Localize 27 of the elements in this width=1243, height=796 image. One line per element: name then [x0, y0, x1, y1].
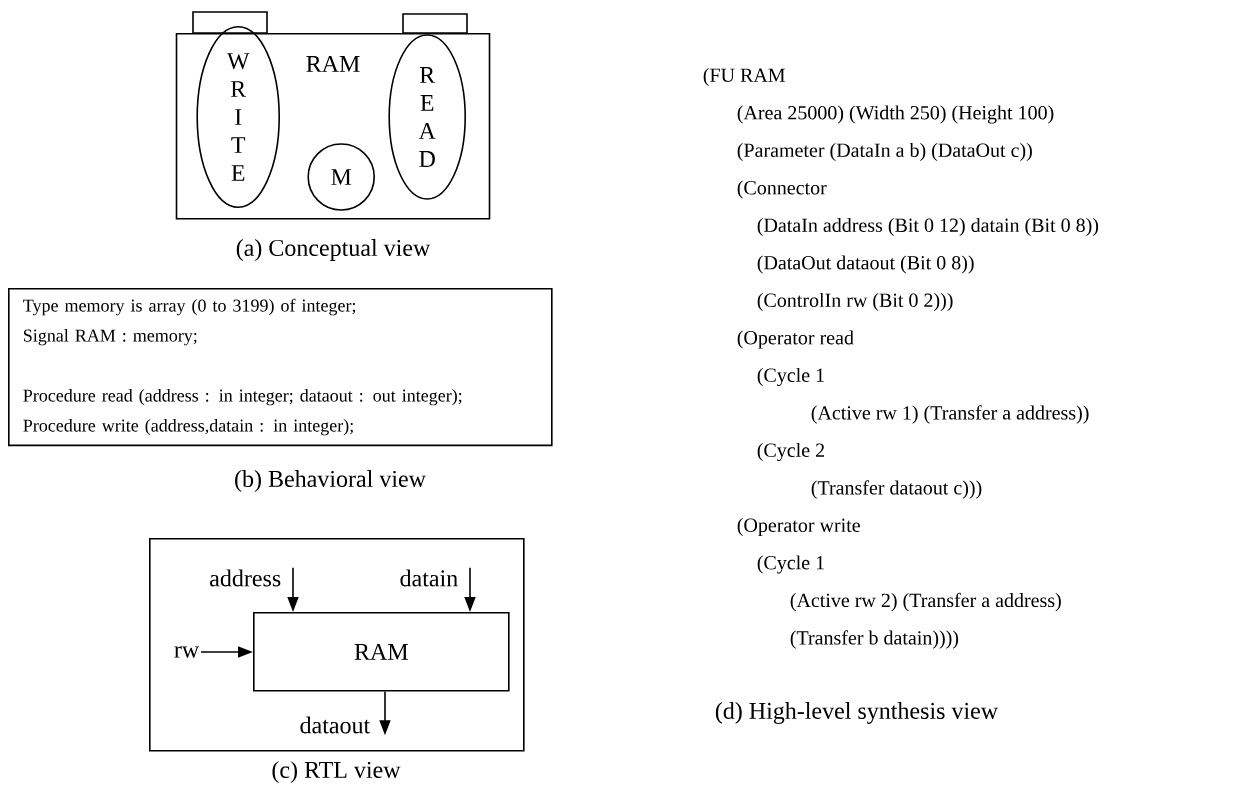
code-line: (Area 25000) (Width 250) (Height 100) — [737, 105, 1054, 124]
code-line: (Cycle 2 — [757, 442, 824, 462]
signal-label: rw — [174, 646, 200, 658]
ram-block: RAM — [253, 612, 510, 692]
code-line: (Cycle 1 — [757, 555, 824, 574]
rtl-frame — [149, 538, 525, 752]
code-line: (FU RAM — [703, 67, 785, 87]
figure-caption: (c) RTL view — [272, 761, 401, 783]
signal-label: datain — [400, 569, 458, 587]
code-line: (Active rw 2) (Transfer a address) — [790, 592, 1061, 612]
code-line: (Active rw 1) (Transfer a address)) — [811, 405, 1089, 424]
code-line: (Operator write — [737, 517, 860, 537]
code-line: (Transfer b datain)))) — [790, 630, 959, 649]
signal-label: dataout — [300, 716, 371, 734]
code-line: (Operator read — [737, 330, 854, 349]
code-line: (DataOut dataout (Bit 0 8)) — [757, 255, 974, 274]
code-line: (Parameter (DataIn a b) (DataOut c)) — [737, 142, 1032, 162]
figure-caption: (a) Conceptual view — [236, 239, 431, 261]
code-line: (Transfer dataout c))) — [811, 480, 982, 499]
figure-caption: (d) High-level synthesis view — [715, 702, 998, 724]
code-line: (DataIn address (Bit 0 12) datain (Bit 0 8)) — [757, 217, 1099, 237]
code-line: (Connector — [737, 180, 827, 199]
figure-caption: (b) Behavioral view — [235, 470, 426, 492]
signal-label: address — [210, 569, 281, 587]
code-line: (Cycle 1 — [757, 367, 824, 387]
code-line: (ControlIn rw (Bit 0 2))) — [757, 292, 953, 312]
code-box: Type memory is array (0 to 3199) of integer; Signal RAM : memory; Procedure read (address : in integer; dataout : out integer); Procedure write (address,datain : in integer); — [8, 288, 553, 447]
